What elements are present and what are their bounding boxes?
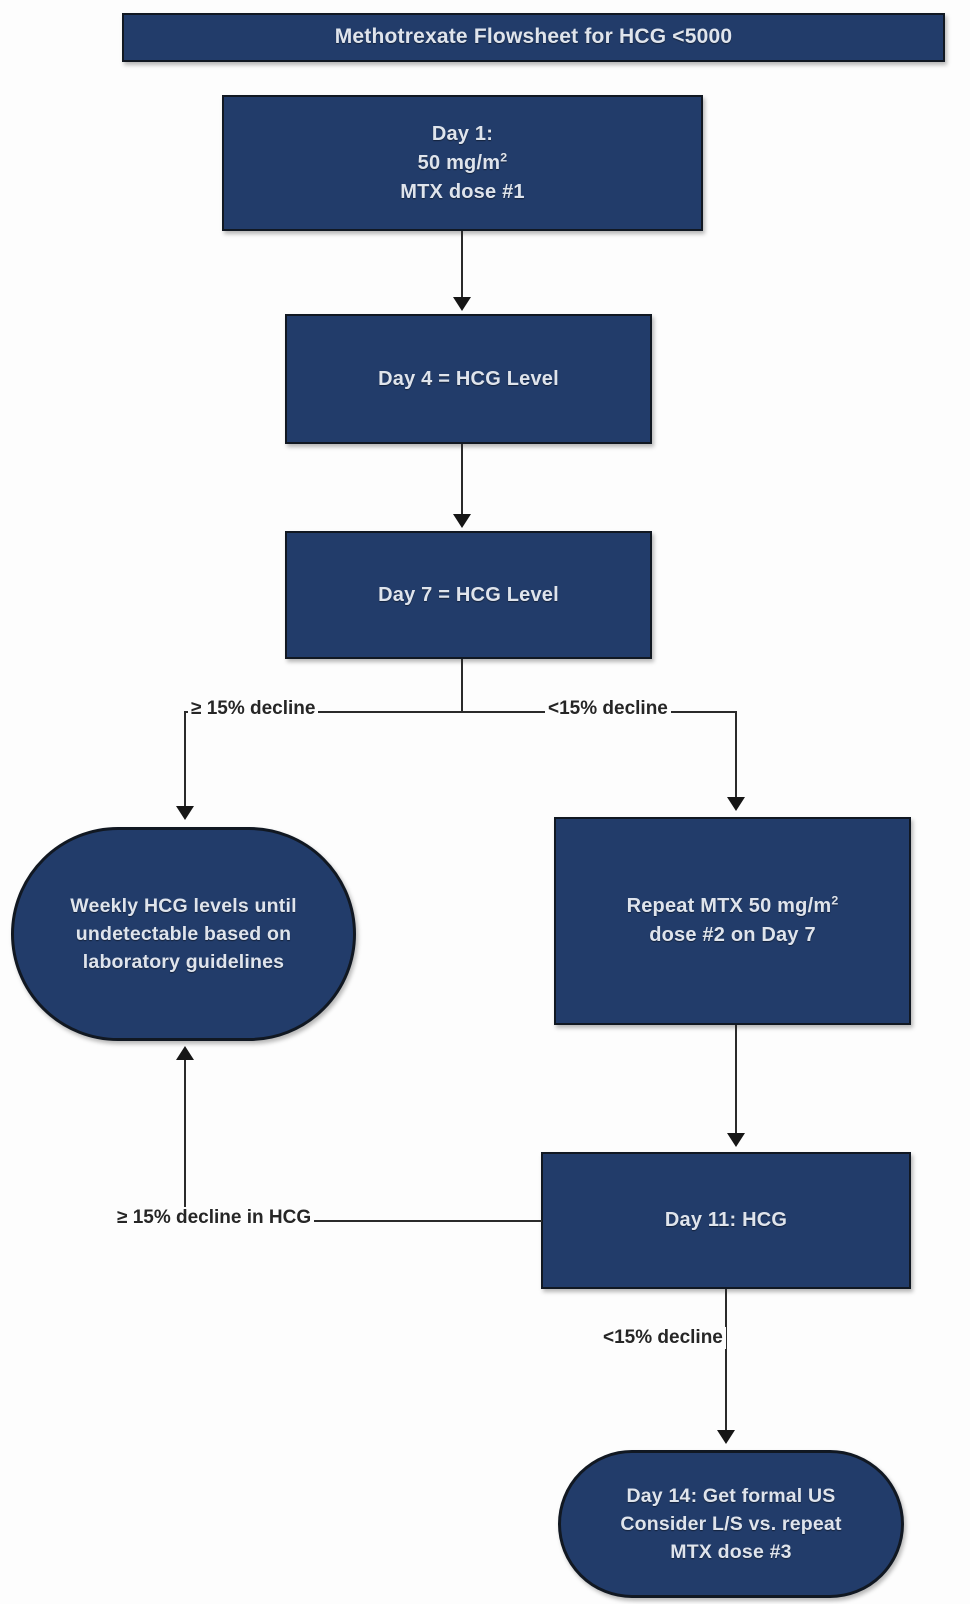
node-repeat-content: Repeat MTX 50 mg/m2 dose #2 on Day 7: [556, 892, 909, 950]
connector-branch-horizontal: [185, 711, 737, 713]
node-day4-label: Day 4 = HCG Level: [378, 367, 559, 390]
node-weekly-line2: undetectable based on: [75, 922, 292, 945]
diagram-title-text: Methotrexate Flowsheet for HCG <5000: [334, 25, 733, 49]
arrowhead-into-repeat-mtx-node: [727, 797, 745, 811]
connector-day7-stem: [461, 659, 463, 712]
arrowhead-day4-to-day7: [453, 514, 471, 528]
node-day1-line2: 50 mg/m2: [232, 149, 693, 178]
node-day14-line2: Consider L/S vs. repeat: [620, 1512, 842, 1535]
node-repeat-dose-exponent: 2: [831, 893, 839, 908]
node-weekly-content: Weekly HCG levels until undetectable bas…: [14, 892, 353, 977]
edge-label-decline-ge-left: ≥ 15% decline: [188, 698, 319, 720]
connector-day11-to-day14: [725, 1289, 727, 1434]
diagram-title-bar: Methotrexate Flowsheet for HCG <5000: [122, 13, 945, 62]
node-repeat-mtx-dose-2: Repeat MTX 50 mg/m2 dose #2 on Day 7: [554, 817, 911, 1025]
node-repeat-dose: Repeat MTX 50 mg/m: [626, 895, 832, 917]
arrowhead-day1-to-day4: [453, 297, 471, 311]
node-day4-hcg-level: Day 4 = HCG Level: [285, 314, 652, 444]
connector-day11-to-weekly-vertical: [184, 1060, 186, 1221]
node-day1-line3: MTX dose #1: [400, 180, 525, 203]
node-day14-line3: MTX dose #3: [670, 1541, 792, 1564]
connector-repeat-to-day11: [735, 1025, 737, 1135]
node-day14-formal-us: Day 14: Get formal US Consider L/S vs. r…: [558, 1450, 904, 1598]
node-day14-line1: Day 14: Get formal US: [626, 1484, 836, 1507]
edge-label-decline-lt-right: <15% decline: [545, 698, 671, 720]
node-day1-dose-exponent: 2: [500, 149, 508, 164]
node-day1-content: Day 1: 50 mg/m2 MTX dose #1: [224, 120, 701, 207]
connector-branch-left-drop: [184, 711, 186, 809]
edge-label-decline-lt-bottom: <15% decline: [600, 1327, 726, 1349]
arrowhead-into-weekly-node-from-day11: [176, 1046, 194, 1060]
node-day7-hcg-level: Day 7 = HCG Level: [285, 531, 652, 659]
arrowhead-repeat-to-day11: [727, 1133, 745, 1147]
edge-label-decline-ge-hcg: ≥ 15% decline in HCG: [114, 1207, 315, 1229]
node-weekly-hcg-levels: Weekly HCG levels until undetectable bas…: [11, 827, 356, 1041]
node-repeat-line1: Repeat MTX 50 mg/m2: [564, 892, 901, 921]
connector-day11-to-weekly-horizontal: [185, 1220, 542, 1222]
node-day7-label: Day 7 = HCG Level: [378, 583, 559, 606]
node-weekly-line1: Weekly HCG levels until: [70, 894, 297, 917]
connector-branch-right-drop: [735, 711, 737, 799]
connector-day4-to-day7: [461, 444, 463, 516]
node-day1-mtx-dose-1: Day 1: 50 mg/m2 MTX dose #1: [222, 95, 703, 231]
node-day11-label: Day 11: HCG: [664, 1209, 788, 1231]
arrowhead-into-weekly-node: [176, 806, 194, 820]
arrowhead-day11-to-day14: [717, 1430, 735, 1444]
node-day11-hcg: Day 11: HCG: [541, 1152, 911, 1289]
node-day1-line1: Day 1:: [431, 122, 494, 145]
node-day14-content: Day 14: Get formal US Consider L/S vs. r…: [561, 1482, 901, 1567]
connector-day1-to-day4: [461, 231, 463, 299]
node-weekly-line3: laboratory guidelines: [82, 951, 285, 974]
node-day1-dose: 50 mg/m: [417, 151, 501, 174]
node-repeat-line2: dose #2 on Day 7: [649, 924, 816, 946]
